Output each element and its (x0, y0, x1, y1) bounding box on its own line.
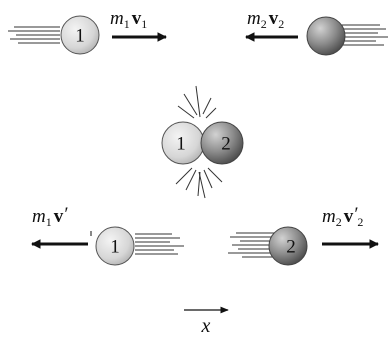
ball-1-before: 1 (61, 16, 99, 54)
ball-1-collision: 1 (162, 122, 204, 164)
x-axis-indicator: x (184, 310, 228, 337)
ball-2-collision-number: 2 (221, 134, 231, 155)
ball-1-number: 1 (75, 26, 85, 47)
ball-1-after-number: 1 (110, 237, 120, 258)
ball-2-after-number: 2 (286, 237, 296, 258)
mass-symbol: m (110, 8, 124, 29)
ball-1-after: 1 (96, 227, 134, 265)
x-axis-label: x (201, 315, 211, 337)
motion-lines-ball-1-before (8, 27, 60, 43)
ball-2-after: 2 (269, 227, 307, 265)
ball-1-collision-number: 1 (176, 134, 186, 155)
collision-moment: 1 2 (162, 86, 243, 198)
ball-2-collision: 2 (201, 122, 243, 164)
ball-2-before (307, 17, 345, 55)
motion-lines-ball-1-after (135, 234, 184, 254)
